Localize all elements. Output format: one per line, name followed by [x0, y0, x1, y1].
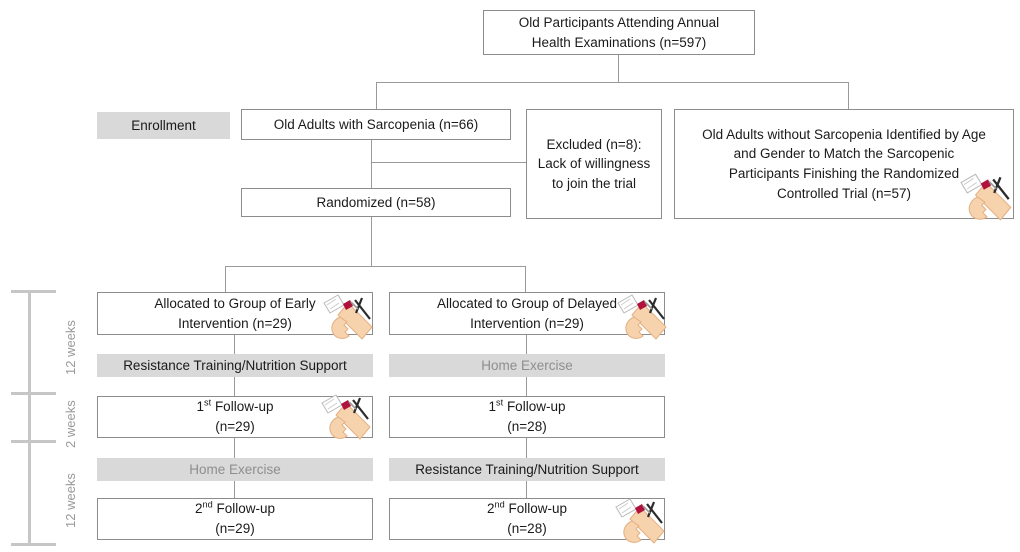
band-right-resistance-training: Resistance Training/Nutrition Support — [389, 458, 665, 481]
node-followup1-left-label: Follow-up — [214, 399, 274, 415]
node-followup1-right-ordinal: 1 — [488, 399, 497, 415]
connector-right-band1-to-fu1 — [526, 376, 527, 396]
stage-label-enrollment: Enrollment — [97, 112, 230, 139]
node-followup1-left-suffix: st — [204, 397, 212, 408]
node-source-line1: Old Participants Attending Annual — [518, 14, 720, 30]
timeline-tick-2 — [11, 392, 56, 395]
timeline-tick-3 — [11, 440, 56, 443]
timeline-label-segment-1: 12 weeks — [63, 320, 78, 375]
node-sarcopenia[interactable]: Old Adults with Sarcopenia (n=66) — [241, 109, 511, 140]
node-followup1-right-label: Follow-up — [506, 399, 566, 415]
node-randomized-label: Randomized (n=58) — [316, 194, 436, 210]
node-controls-line4: Controlled Trial (n=57) — [777, 185, 911, 201]
node-followup2-left-label: Follow-up — [216, 501, 275, 517]
connector-allocation-left-drop — [225, 266, 226, 292]
node-followup1-left[interactable]: 1st Follow-up (n=29) — [97, 393, 373, 441]
connector-right-alloc-to-band1 — [526, 334, 527, 354]
connector-top-bar — [376, 82, 849, 83]
node-controls-line3: Participants Finishing the Randomized — [728, 166, 960, 181]
connector-right-band2-to-fu2 — [526, 480, 527, 498]
band-left-resistance-training: Resistance Training/Nutrition Support — [97, 354, 373, 377]
node-nonsarcopenic-controls[interactable]: Old Adults without Sarcopenia Identified… — [674, 109, 1014, 221]
timeline-label-segment-3: 12 weeks — [63, 473, 78, 528]
node-followup1-left-count: (n=29) — [215, 419, 255, 434]
node-controls-line1: Old Adults without Sarcopenia Identified… — [702, 126, 986, 142]
node-excluded-line1: Excluded (n=8): — [546, 136, 642, 152]
node-followup1-right[interactable]: 1st Follow-up (n=28) — [389, 396, 665, 438]
node-followup1-right-count: (n=28) — [507, 419, 547, 434]
node-excluded-line2: Lack of willingness — [537, 156, 651, 172]
connector-left-band2-to-fu2 — [234, 480, 235, 498]
connector-left-band1-to-fu1 — [234, 376, 235, 396]
connector-top-right-drop — [848, 82, 849, 109]
node-alloc-delayed-line1: Allocated to Group of Delayed — [436, 295, 618, 311]
node-followup1-left-ordinal: 1 — [196, 399, 205, 415]
node-followup2-right[interactable]: 2nd Follow-up (n=28) — [389, 497, 666, 545]
node-followup2-right-suffix: nd — [494, 499, 505, 510]
node-source-line2: Health Examinations (n=597) — [531, 34, 707, 50]
timeline-tick-bottom — [11, 543, 56, 546]
node-followup2-left-ordinal: 2 — [194, 501, 203, 517]
connector-sarcopenia-to-randomized — [371, 140, 372, 188]
node-followup2-left-count: (n=29) — [215, 521, 255, 536]
node-allocated-delayed[interactable]: Allocated to Group of Delayed Interventi… — [389, 292, 668, 341]
connector-left-fu1-to-band2 — [234, 438, 235, 458]
connector-randomized-down — [371, 216, 372, 266]
timeline-label-segment-2: 2 weeks — [63, 400, 78, 448]
band-right-home-exercise: Home Exercise — [389, 354, 665, 377]
node-followup2-right-count: (n=28) — [507, 521, 547, 536]
connector-left-alloc-to-band1 — [234, 334, 235, 354]
node-source-population[interactable]: Old Participants Attending Annual Health… — [483, 10, 755, 55]
node-alloc-early-line1: Allocated to Group of Early — [154, 295, 316, 311]
node-allocated-early[interactable]: Allocated to Group of Early Intervention… — [97, 292, 374, 341]
connector-allocation-bar — [225, 266, 525, 267]
connector-right-fu1-to-band2 — [526, 438, 527, 458]
connector-top-left-drop — [376, 82, 377, 109]
node-excluded-line3: to join the trial — [551, 175, 637, 191]
connector-source-down — [618, 55, 619, 83]
connector-allocation-right-drop — [525, 266, 526, 292]
connector-branch-excluded — [371, 162, 526, 163]
node-controls-line2: and Gender to Match the Sarcopenic — [733, 146, 955, 162]
node-alloc-delayed-line2: Intervention (n=29) — [470, 315, 584, 331]
timeline-tick-top — [11, 290, 56, 293]
node-followup2-left[interactable]: 2nd Follow-up (n=29) — [97, 498, 373, 540]
node-followup2-right-ordinal: 2 — [486, 501, 495, 517]
band-left-home-exercise: Home Exercise — [97, 458, 373, 481]
node-randomized[interactable]: Randomized (n=58) — [241, 188, 511, 217]
timeline-spine — [28, 290, 31, 546]
node-excluded[interactable]: Excluded (n=8): Lack of willingness to j… — [526, 109, 662, 219]
node-followup2-right-label: Follow-up — [508, 501, 567, 517]
node-sarcopenia-label: Old Adults with Sarcopenia (n=66) — [273, 116, 479, 132]
node-followup1-right-suffix: st — [496, 397, 504, 408]
node-alloc-early-line2: Intervention (n=29) — [178, 315, 292, 331]
node-followup2-left-suffix: nd — [202, 499, 213, 510]
